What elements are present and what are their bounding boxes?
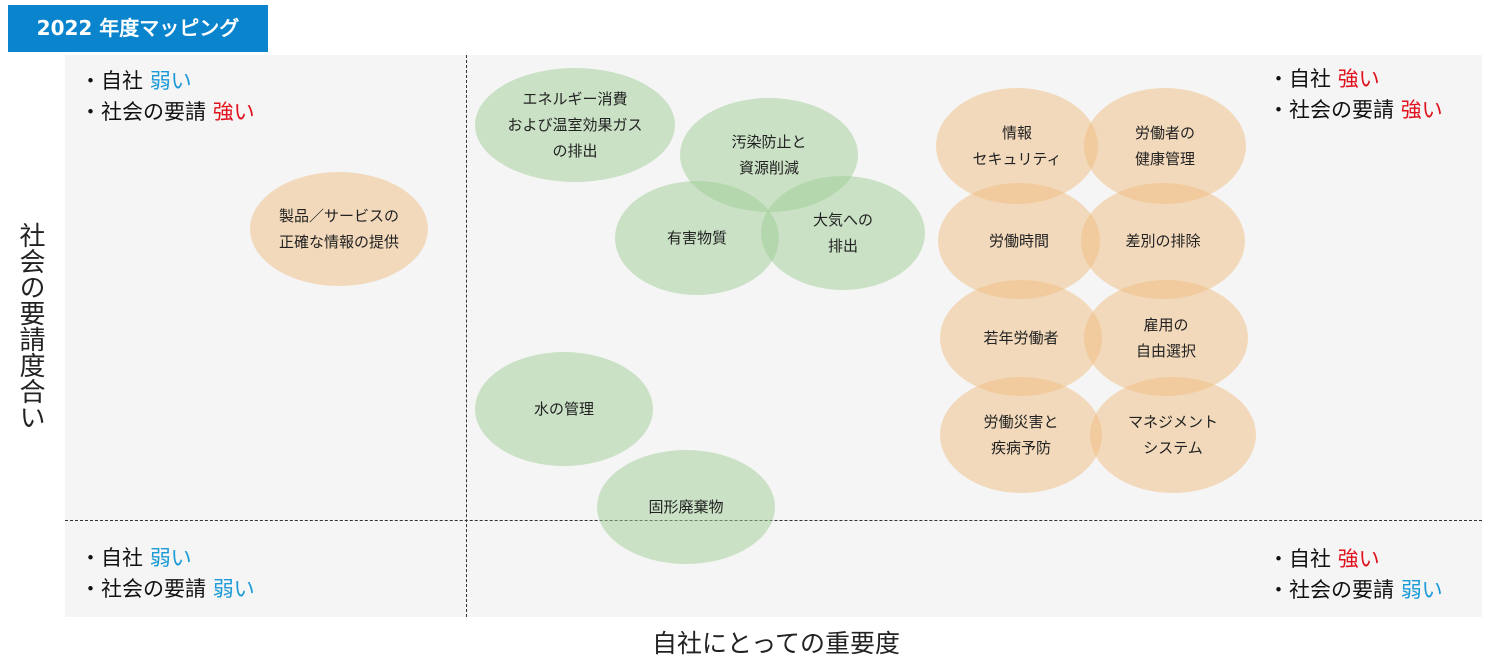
- label-text: ・社会の要請: [1268, 578, 1401, 602]
- page-title: 2022 年度マッピング: [8, 5, 268, 52]
- label-text: ・社会の要請: [80, 100, 213, 124]
- issue-water-management: 水の管理: [475, 352, 653, 466]
- label-text: ・社会の要請: [80, 577, 213, 601]
- quadrant-top-left-label: ・自社 弱い ・社会の要請 強い: [80, 66, 255, 128]
- society-level: 強い: [212, 100, 255, 124]
- issue-hazardous-substances: 有害物質: [615, 181, 779, 295]
- horizontal-divider: [65, 520, 1482, 521]
- issue-energy-ghg: エネルギー消費 および温室効果ガス の排出: [475, 68, 675, 182]
- label-text: ・自社: [1268, 67, 1338, 91]
- label-text: ・自社: [1268, 547, 1338, 571]
- issue-freely-chosen-employment: 雇用の 自由選択: [1084, 280, 1248, 396]
- quadrant-top-right-label: ・自社 強い ・社会の要請 強い: [1268, 64, 1443, 126]
- society-level: 弱い: [1400, 578, 1443, 602]
- quadrant-bottom-right-label: ・自社 強い ・社会の要請 弱い: [1268, 544, 1443, 606]
- company-level: 強い: [1337, 547, 1380, 571]
- label-text: ・社会の要請: [1268, 98, 1401, 122]
- issue-non-discrimination: 差別の排除: [1081, 183, 1245, 299]
- vertical-divider: [466, 55, 467, 617]
- label-text: ・自社: [80, 546, 150, 570]
- society-level: 強い: [1400, 98, 1443, 122]
- company-level: 弱い: [149, 69, 192, 93]
- issue-occupational-safety: 労働災害と 疾病予防: [940, 377, 1102, 493]
- issue-young-workers: 若年労働者: [940, 280, 1102, 396]
- issue-solid-waste: 固形廃棄物: [597, 450, 775, 564]
- issue-working-hours: 労働時間: [938, 183, 1100, 299]
- y-axis-label: 社会の要請度合い: [15, 222, 45, 430]
- issue-management-system: マネジメント システム: [1090, 377, 1256, 493]
- quadrant-bottom-left-label: ・自社 弱い ・社会の要請 弱い: [80, 543, 255, 605]
- society-level: 弱い: [212, 577, 255, 601]
- company-level: 強い: [1337, 67, 1380, 91]
- issue-air-emissions: 大気への 排出: [761, 176, 925, 290]
- x-axis-label: 自社にとっての重要度: [651, 629, 900, 658]
- issue-product-information: 製品／サービスの 正確な情報の提供: [250, 172, 428, 286]
- company-level: 弱い: [149, 546, 192, 570]
- label-text: ・自社: [80, 69, 150, 93]
